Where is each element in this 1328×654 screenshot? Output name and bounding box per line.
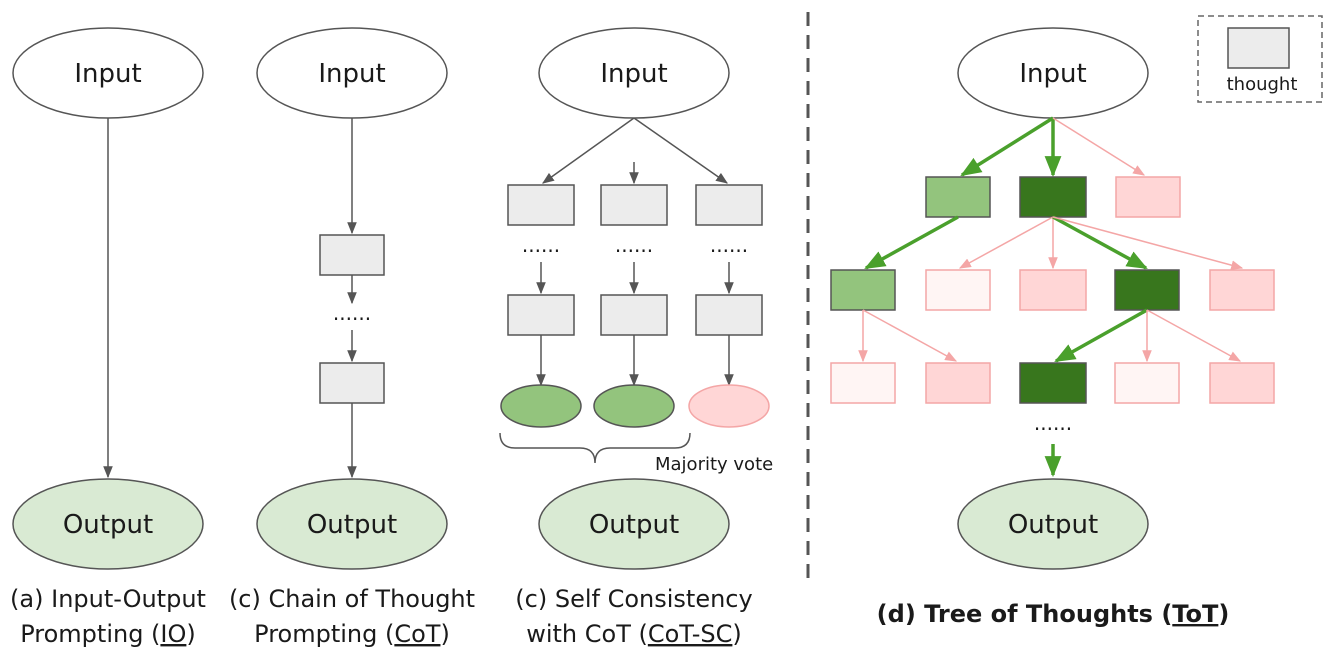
tot-edge-l2d-l3c xyxy=(1054,308,1148,363)
tot-edge-l1a-l2a xyxy=(864,215,959,270)
io-panel: Input Output (a) Input-Output Prompting … xyxy=(10,27,206,648)
io-output-label: Output xyxy=(63,510,153,540)
tot-l3-node-5 xyxy=(1209,362,1275,404)
cotsc-thought-r2 xyxy=(695,294,763,336)
tot-edge-l1b-l2d xyxy=(1052,215,1148,270)
legend-box xyxy=(1197,15,1323,103)
cotsc-caption-line1: (c) Self Consistency xyxy=(515,585,752,613)
cot-thought-1 xyxy=(319,234,385,276)
tot-output-label: Output xyxy=(1008,510,1098,540)
cotsc-ellipsis-left: ...... xyxy=(522,233,560,257)
cotsc-thought-l1 xyxy=(507,184,575,226)
tot-l2-node-5 xyxy=(1209,269,1275,311)
cotsc-edge-root-left xyxy=(542,117,635,184)
cotsc-ellipsis-right: ...... xyxy=(710,233,748,257)
io-input-label: Input xyxy=(74,59,141,89)
legend-thought-swatch xyxy=(1227,27,1290,69)
tot-edge-l1b-l2b xyxy=(958,216,1054,269)
cot-panel: Input ...... Output (c) Chain of Thought… xyxy=(229,27,475,648)
tot-l2-node-2 xyxy=(925,269,991,311)
cotsc-thought-m2 xyxy=(600,294,668,336)
cotsc-panel: Input ...... ...... ...... Majority vote… xyxy=(499,27,773,648)
cotsc-edge-root-right xyxy=(633,117,728,184)
legend-thought-label: thought xyxy=(1227,74,1298,95)
io-output-node xyxy=(12,478,204,570)
cot-output-label: Output xyxy=(307,510,397,540)
cotsc-thought-r1 xyxy=(695,184,763,226)
tot-edge-l2a-l3b xyxy=(862,309,958,362)
tot-l3-node-1 xyxy=(830,362,896,404)
tot-edge-root-c xyxy=(1052,117,1146,176)
cotsc-answer-mid xyxy=(593,384,675,428)
tot-l1-node-2 xyxy=(1019,176,1087,218)
cotsc-thought-l2 xyxy=(507,294,575,336)
tot-edge-l2d-l3e xyxy=(1146,309,1242,362)
io-caption-line1: (a) Input-Output xyxy=(10,585,206,613)
cot-output-node xyxy=(256,478,448,570)
cot-caption-line1: (c) Chain of Thought xyxy=(229,585,475,613)
tot-output-node xyxy=(957,478,1149,570)
tot-input-label: Input xyxy=(1019,59,1086,89)
tot-edge-l1b-l2e xyxy=(1052,216,1244,270)
tot-panel: Input ...... O xyxy=(830,27,1275,628)
tot-l2-node-3 xyxy=(1019,269,1087,311)
cot-ellipsis: ...... xyxy=(333,301,371,325)
tot-l1-node-1 xyxy=(925,176,991,218)
legend: thought xyxy=(1197,15,1323,103)
cotsc-caption-line2: with CoT (CoT-SC) xyxy=(526,620,742,648)
cotsc-thought-m1 xyxy=(600,184,668,226)
tot-ellipsis: ...... xyxy=(1034,411,1072,435)
tot-l3-node-3 xyxy=(1019,362,1087,404)
tot-l3-node-2 xyxy=(925,362,991,404)
io-caption-line2: Prompting (IO) xyxy=(20,620,196,648)
tot-edge-root-a xyxy=(960,116,1054,177)
cotsc-output-label: Output xyxy=(589,510,679,540)
cot-thought-2 xyxy=(319,362,385,404)
tot-l3-node-4 xyxy=(1114,362,1180,404)
cotsc-ellipsis-mid: ...... xyxy=(615,233,653,257)
cotsc-answer-right xyxy=(688,384,770,428)
tot-l1-node-3 xyxy=(1115,176,1181,218)
cotsc-answer-left xyxy=(500,384,582,428)
tot-l2-node-1 xyxy=(830,269,896,311)
cot-input-label: Input xyxy=(318,59,385,89)
tot-caption: (d) Tree of Thoughts (ToT) xyxy=(877,600,1230,628)
cotsc-input-label: Input xyxy=(600,59,667,89)
cot-caption-line2: Prompting (CoT) xyxy=(254,620,450,648)
cotsc-vote-label: Majority vote xyxy=(655,454,773,475)
cotsc-vote-brace xyxy=(499,432,691,464)
cotsc-output-node xyxy=(538,478,730,570)
tot-l2-node-4 xyxy=(1114,269,1180,311)
